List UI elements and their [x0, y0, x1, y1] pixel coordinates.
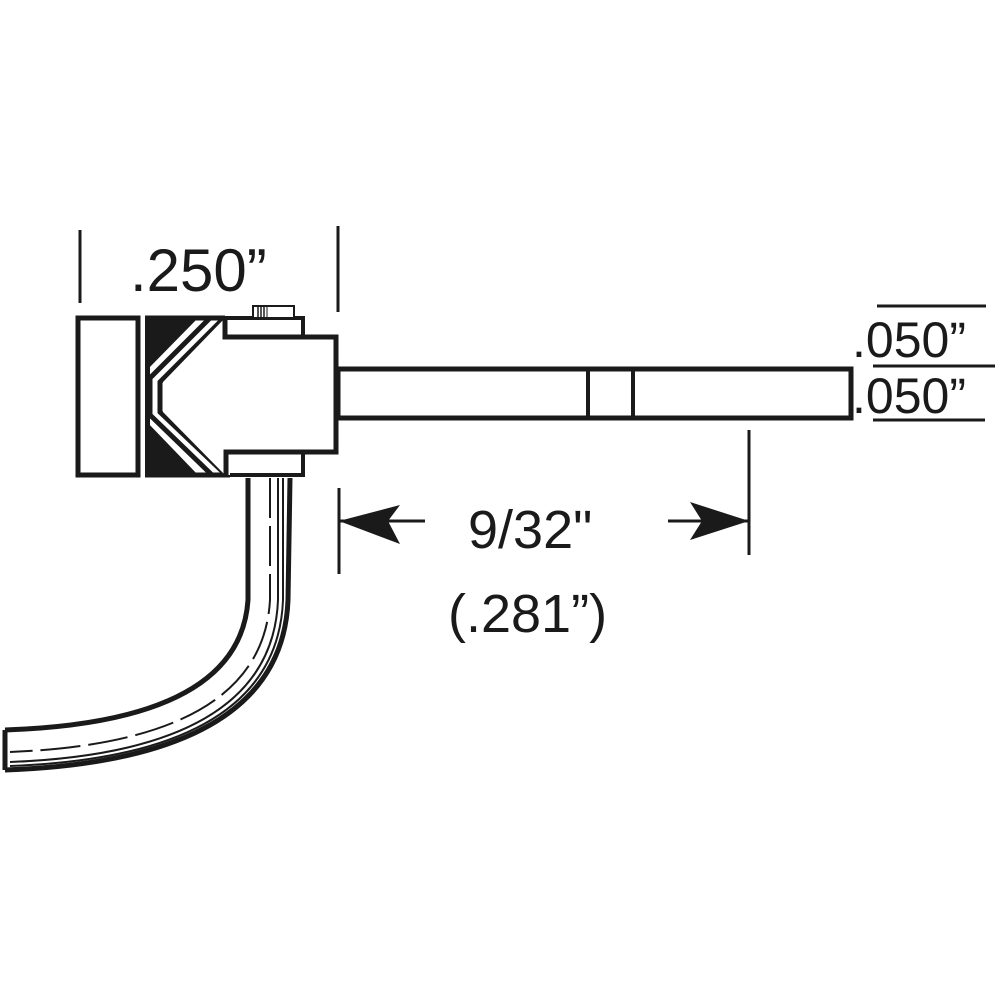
arrow-left-icon: [339, 505, 400, 544]
arrow-right-icon: [690, 502, 749, 540]
knuckle-black-wedge-bottom: [145, 420, 198, 475]
knuckle-outer-chevron: [147, 316, 214, 477]
shank-length-decimal-label: (.281”): [448, 584, 607, 644]
top-spring-tab: [252, 305, 295, 319]
trip-pin-detail-3: [9, 478, 284, 767]
knuckle-black-wedge-top: [145, 318, 198, 372]
trip-pin-detail-1: [9, 478, 271, 753]
shank-length-fraction-label: 9/32": [468, 500, 592, 560]
knuckle-face-block: [75, 315, 141, 478]
coupler-box-top-step: [225, 316, 305, 337]
trip-pin-outer: [4, 477, 293, 773]
shank-top-thickness-label: .050”: [852, 312, 966, 368]
trip-pin-inner: [4, 478, 251, 733]
knuckle-inner-chevron: [157, 316, 228, 477]
coupler-box-body: [163, 318, 336, 475]
shank-bottom-thickness-label: .050”: [852, 368, 966, 424]
coupler-box-bottom-step: [230, 452, 305, 477]
head-width-label: .250”: [130, 237, 267, 304]
trip-pin-detail-2: [9, 478, 279, 763]
coupler-shank: [335, 366, 854, 421]
